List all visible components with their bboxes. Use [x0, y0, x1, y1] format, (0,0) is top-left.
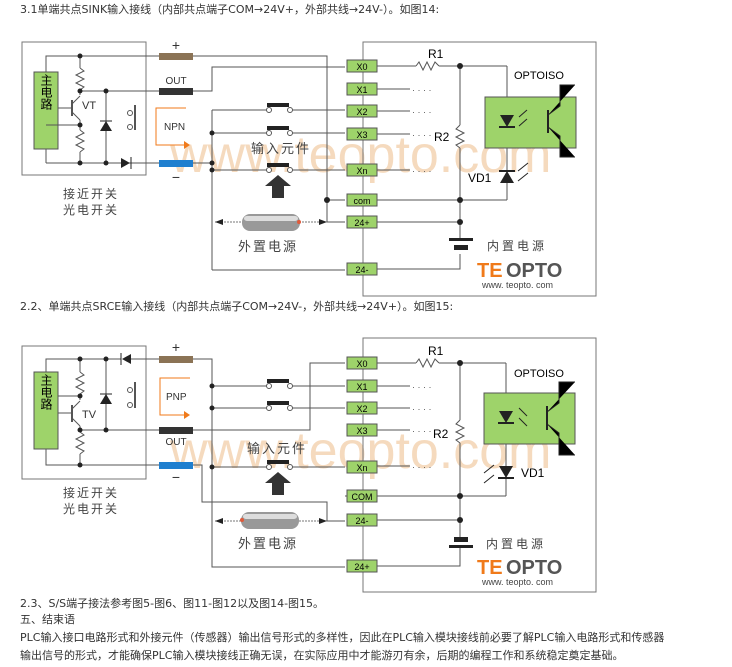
optoiso-label: OPTOISO — [514, 368, 564, 380]
figure-14-sink-wiring: www.teopto.com 主电路 VT + OUT − NPN — [21, 37, 597, 297]
plus-label: + — [172, 339, 180, 355]
main-circuit-label: 主电路 — [39, 74, 53, 111]
external-power-label: 外置电源 — [238, 537, 298, 552]
wire-out — [159, 427, 193, 434]
input-component-label: 输入元件 — [247, 441, 307, 457]
conclusion-line-2: 输出信号的形式，才能确保PLC输入模块接线正确无误，在实际应用中才能游刃有余，后… — [20, 649, 624, 662]
wire-minus — [159, 462, 193, 469]
minus-label: − — [172, 169, 180, 185]
wire-plus — [159, 356, 193, 363]
svg-text:TE: TE — [477, 260, 503, 282]
terminal-com: COM — [352, 492, 373, 502]
section-2-3-text: 2.3、S/S端子接法参考图5-图6、图11-图12以及图14-图15。 — [20, 597, 325, 610]
sensor-box — [21, 41, 147, 176]
svg-text:www. teopto. com: www. teopto. com — [481, 280, 553, 290]
terminal-24plus: 24+ — [354, 218, 369, 228]
dots-xn: · · · · — [412, 166, 432, 176]
terminal-x2: X2 — [356, 107, 367, 117]
optoisolator-block — [483, 392, 576, 445]
r2-label: R2 — [433, 427, 449, 441]
conclusion-line-1: PLC输入接口电路形式和外接元件（传感器）输出信号形式的多样性，因此在PLC输入… — [20, 631, 665, 644]
sensor-caption-2: 光电开关 — [63, 502, 119, 516]
dots-x2: · · · · — [412, 404, 432, 414]
plus-label: + — [172, 37, 180, 53]
dots-x3: · · · · — [412, 426, 432, 436]
terminal-x1: X1 — [356, 382, 367, 392]
internal-power-label: 内置电源 — [487, 239, 547, 253]
terminal-blocks: X0 X1 X2 X3 Xn com 24+ 24- — [346, 59, 378, 276]
terminal-x3: X3 — [356, 426, 367, 436]
section-3-1-heading: 3.1单端共点SINK输入接线（内部共点端子COM→24V+，外部共线→24V-… — [20, 3, 440, 16]
terminal-24plus: 24+ — [354, 562, 369, 572]
wire-out — [159, 88, 193, 95]
sensor-caption-1: 接近开关 — [63, 186, 119, 201]
terminal-x3: X3 — [356, 130, 367, 140]
svg-text:OPTO: OPTO — [506, 260, 562, 282]
optoiso-label: OPTOISO — [514, 70, 564, 82]
npn-label: NPN — [164, 122, 185, 133]
dots-x3: · · · · — [412, 130, 432, 140]
out-label: OUT — [165, 76, 186, 87]
vd1-label: VD1 — [468, 171, 492, 185]
terminal-x0: X0 — [356, 62, 367, 72]
r1-label: R1 — [428, 47, 444, 61]
input-switches — [266, 103, 293, 173]
teopto-logo: TE OPTO www. teopto. com — [477, 260, 562, 290]
transistor-label: TV — [82, 409, 97, 421]
terminal-x2: X2 — [356, 404, 367, 414]
sensor-caption-2: 光电开关 — [63, 203, 119, 217]
svg-text:OPTO: OPTO — [506, 557, 562, 579]
terminal-24minus: 24- — [355, 516, 368, 526]
section-2-2-heading: 2.2、单端共点SRCE输入接线（内部共点端子COM→24V-，外部共线→24V… — [20, 300, 454, 313]
input-component-label: 输入元件 — [251, 141, 311, 157]
terminal-x0: X0 — [356, 359, 367, 369]
terminal-com: com — [353, 196, 370, 206]
optoisolator-block — [484, 96, 577, 149]
svg-text:www. teopto. com: www. teopto. com — [481, 577, 553, 587]
external-power-label: 外置电源 — [238, 240, 298, 255]
wire-plus — [159, 53, 193, 60]
wire-minus — [159, 160, 193, 167]
main-circuit-block — [33, 71, 59, 150]
terminal-blocks: X0 X1 X2 X3 Xn COM 24- 24+ — [346, 356, 378, 573]
out-label: OUT — [165, 437, 186, 448]
dots-x1: · · · · — [412, 382, 432, 392]
section-5-heading: 五、结束语 — [20, 613, 75, 626]
dots-xn: · · · · — [412, 462, 432, 472]
sensor-box — [21, 345, 147, 480]
dots-x1: · · · · — [412, 85, 432, 95]
sensor-caption-1: 接近开关 — [63, 485, 119, 500]
input-switches — [266, 379, 293, 470]
teopto-logo: TE OPTO www. teopto. com — [477, 557, 562, 587]
vd1-label: VD1 — [521, 466, 545, 480]
main-circuit-label: 主电路 — [39, 374, 53, 411]
terminal-24minus: 24- — [355, 265, 368, 275]
svg-text:TE: TE — [477, 557, 503, 579]
minus-label: − — [172, 469, 180, 485]
terminal-xn: Xn — [356, 463, 367, 473]
terminal-xn: Xn — [356, 166, 367, 176]
internal-power-label: 内置电源 — [486, 537, 546, 551]
pnp-label: PNP — [166, 392, 187, 403]
r2-label: R2 — [434, 130, 450, 144]
r1-label: R1 — [428, 344, 444, 358]
dots-x2: · · · · — [412, 107, 432, 117]
push-arrow-icon — [265, 472, 291, 495]
terminal-x1: X1 — [356, 85, 367, 95]
push-arrow-icon — [265, 175, 291, 198]
transistor-label: VT — [82, 100, 96, 112]
figure-15-source-wiring: www.teopto.com 主电路 TV + OUT − PNP — [21, 337, 597, 593]
